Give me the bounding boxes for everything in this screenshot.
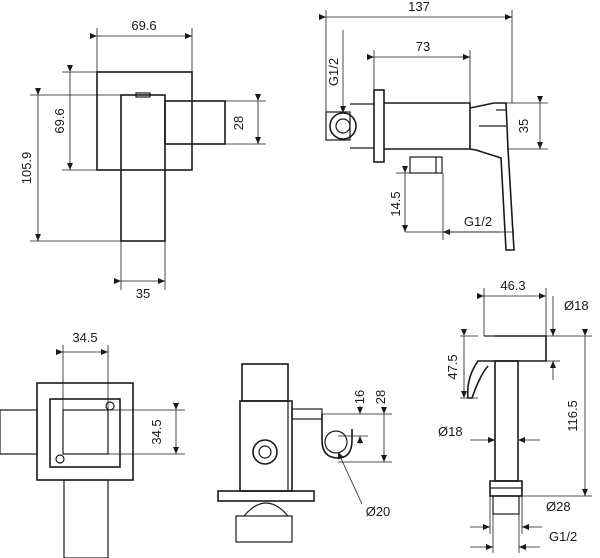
back-screw-top — [105, 401, 115, 411]
label-holder-diameter: Ø20 — [366, 504, 391, 519]
label-spray-dia-handle: Ø18 — [438, 424, 463, 439]
back-left-pipe — [0, 409, 38, 455]
label-side-thread-vertical: G1/2 — [326, 58, 341, 86]
front-top-nub — [135, 92, 151, 98]
label-spray-thread: G1/2 — [549, 529, 577, 544]
back-screw-bottom — [55, 454, 65, 464]
side-body — [384, 102, 471, 150]
label-front-width: 69.6 — [131, 18, 156, 33]
label-back-height: 34.5 — [149, 419, 164, 444]
back-inner-plate — [49, 398, 121, 468]
front-lever — [164, 100, 226, 145]
label-spray-dia-bottom: Ø28 — [546, 499, 571, 514]
front-view: 69.6 69.6 105.9 28 35 — [19, 18, 266, 301]
side-lever — [469, 102, 515, 251]
label-side-thread-bottom: G1/2 — [464, 214, 492, 229]
label-spray-dia-top: Ø18 — [564, 298, 589, 313]
spray-head — [466, 335, 547, 399]
label-back-width: 34.5 — [72, 330, 97, 345]
label-side-length-inner: 73 — [416, 39, 430, 54]
label-front-plate-height: 69.6 — [52, 108, 67, 133]
side-wall-flange — [373, 89, 385, 163]
holder-inlet — [252, 439, 278, 465]
holder-top-block — [241, 363, 289, 402]
back-body-square — [62, 409, 109, 455]
label-side-offset: 14.5 — [388, 191, 403, 216]
side-inlet-thread — [329, 112, 357, 140]
label-side-height: 35 — [516, 119, 531, 133]
side-outlet — [409, 156, 443, 174]
holder-base-flange — [217, 490, 315, 502]
front-wall-plate — [96, 71, 193, 171]
dim-holder-diameter — [337, 451, 363, 505]
spray-handle — [494, 360, 519, 482]
back-outer-box — [36, 382, 134, 481]
label-front-bottom: 35 — [136, 286, 150, 301]
back-view: 34.5 34.5 — [0, 330, 185, 558]
label-spray-length: 116.5 — [565, 400, 580, 432]
back-bottom-pipe — [63, 479, 109, 558]
holder-view: 16 28 Ø20 — [217, 363, 392, 543]
holder-bottom-block — [235, 515, 293, 543]
label-holder-2: 28 — [373, 390, 388, 404]
spray-view: 46.3 Ø18 47.5 116.5 Ø18 Ø28 G1/2 — [438, 278, 592, 553]
side-view: 137 73 35 G1/2 14.5 G1/2 — [319, 0, 548, 251]
front-body — [120, 94, 166, 242]
label-holder-1: 16 — [352, 390, 367, 404]
label-front-outer-height: 105.9 — [19, 152, 34, 185]
holder-arm — [291, 408, 323, 420]
label-spray-height-top: 47.5 — [445, 354, 460, 379]
label-spray-width: 46.3 — [500, 278, 525, 293]
label-side-length: 137 — [408, 0, 430, 14]
spray-thread-end — [492, 495, 520, 515]
label-front-lever: 28 — [231, 116, 246, 130]
